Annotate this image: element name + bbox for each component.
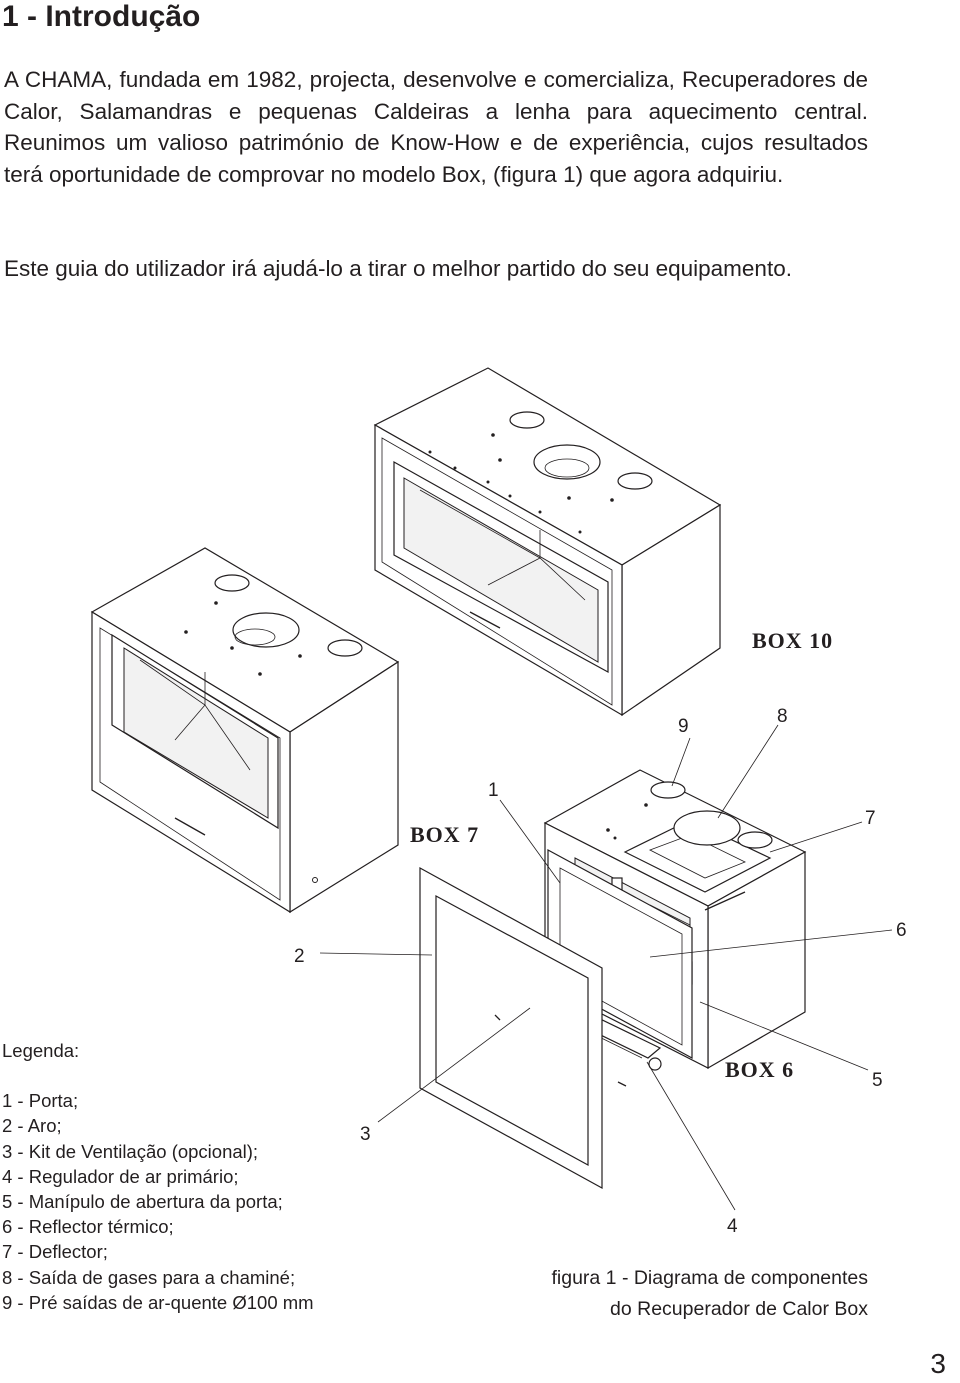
figure-caption: figura 1 - Diagrama de componentes do Re… bbox=[551, 1263, 868, 1325]
callout-6: 6 bbox=[896, 920, 907, 941]
legend-title: Legenda: bbox=[2, 1040, 80, 1061]
page-number: 3 bbox=[930, 1348, 946, 1379]
legend-item: 4 - Regulador de ar primário; bbox=[2, 1165, 239, 1187]
box10-illustration bbox=[373, 367, 722, 717]
legend-item: 7 - Deflector; bbox=[2, 1241, 108, 1263]
callout-4: 4 bbox=[727, 1216, 738, 1237]
legend-item: 2 - Aro; bbox=[2, 1115, 62, 1137]
callout-8: 8 bbox=[777, 706, 788, 727]
callout-7: 7 bbox=[865, 808, 876, 829]
callout-2: 2 bbox=[294, 946, 305, 967]
callout-9: 9 bbox=[678, 716, 689, 737]
box7-illustration bbox=[90, 547, 400, 914]
caption-line-1: figura 1 - Diagrama de componentes bbox=[551, 1267, 868, 1289]
legend-item: 1 - Porta; bbox=[2, 1090, 79, 1112]
legend-item: 8 - Saída de gases para a chaminé; bbox=[2, 1266, 296, 1288]
callout-1: 1 bbox=[488, 780, 499, 801]
section-heading: 1 - Introdução bbox=[2, 0, 201, 33]
legend: Legenda: 1 - Porta; 2 - Aro; 3 - Kit de … bbox=[2, 1038, 314, 1315]
box10-label: BOX 10 bbox=[752, 628, 833, 653]
caption-line-2: do Recuperador de Calor Box bbox=[610, 1298, 868, 1320]
box7-label: BOX 7 bbox=[410, 822, 479, 847]
box6-label: BOX 6 bbox=[725, 1057, 794, 1082]
box6-illustration bbox=[419, 769, 807, 1190]
callout-leaders bbox=[319, 724, 893, 1211]
legend-item: 3 - Kit de Ventilação (opcional); bbox=[2, 1140, 259, 1162]
intro-paragraph: A CHAMA, fundada em 1982, projecta, dese… bbox=[4, 67, 868, 187]
legend-item: 6 - Reflector térmico; bbox=[2, 1216, 174, 1238]
guide-paragraph: Este guia do utilizador irá ajudá-lo a t… bbox=[4, 256, 792, 281]
legend-item: 5 - Manípulo de abertura da porta; bbox=[2, 1191, 283, 1213]
callout-3: 3 bbox=[360, 1124, 371, 1145]
callout-5: 5 bbox=[872, 1070, 883, 1091]
legend-item: 9 - Pré saídas de ar-quente Ø100 mm bbox=[2, 1291, 314, 1313]
